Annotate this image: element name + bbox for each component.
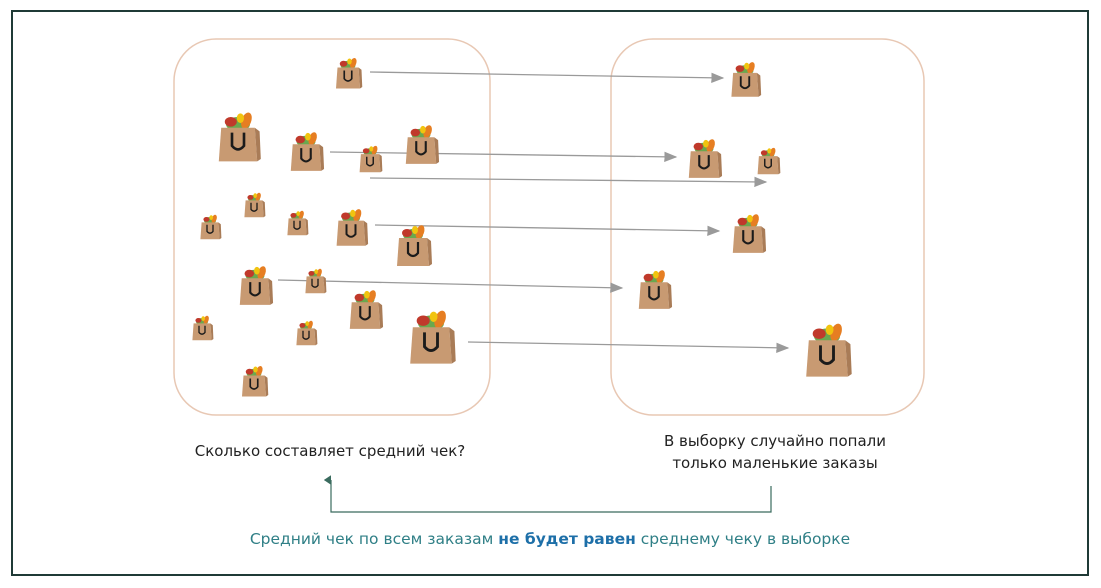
grocery-bag-icon [730, 60, 763, 98]
grocery-bag-icon [637, 268, 674, 310]
sample-group [610, 38, 925, 416]
sampling-arrow [277, 279, 624, 293]
sampling-arrow [369, 176, 768, 188]
grocery-bag-icon [286, 209, 310, 236]
sampling-arrow [374, 224, 721, 236]
grocery-bag-icon [199, 213, 223, 240]
grocery-bag-icon [335, 56, 364, 90]
grocery-bag-icon [408, 307, 458, 366]
sample-bags [637, 60, 854, 379]
sampling-arrow [329, 151, 678, 163]
sample-note: В выборку случайно попали только маленьк… [590, 430, 960, 474]
grocery-bag-icon [358, 144, 384, 174]
grocery-bag-icon [241, 364, 270, 398]
figure-frame [11, 10, 1089, 576]
grocery-bag-icon [395, 222, 434, 268]
conclusion-before: Средний чек по всем заказам [249, 530, 499, 548]
grocery-bag-icon [304, 267, 328, 294]
grocery-bag-icon [238, 264, 275, 306]
sample-note-line2: только маленькие заказы [672, 454, 878, 472]
grocery-bag-icon [191, 314, 215, 341]
conclusion-emphasis: не будет равен [498, 530, 636, 548]
sampling-arrows [277, 71, 790, 353]
population-question-text: Сколько составляет средний чек? [194, 442, 466, 460]
sampling-arrow [467, 341, 790, 353]
grocery-bag-icon [348, 288, 385, 330]
grocery-bag-icon [731, 212, 768, 254]
grocery-bag-icon [289, 130, 326, 172]
grocery-bag-icon [687, 137, 724, 179]
sampling-arrow [369, 71, 725, 84]
conclusion-text: Средний чек по всем заказам не будет рав… [120, 530, 980, 548]
grocery-bag-icon [756, 146, 782, 176]
grocery-bag-icon [217, 109, 263, 163]
population-bags [191, 56, 458, 398]
grocery-bag-icon [335, 207, 370, 247]
conclusion-after: среднему чеку в выборке [635, 530, 851, 548]
sample-note-line1: В выборку случайно попали [664, 432, 886, 450]
population-question: Сколько составляет средний чек? [160, 440, 500, 462]
grocery-bag-icon [404, 123, 441, 165]
grocery-bag-icon [295, 319, 319, 346]
grocery-bag-icon [804, 320, 854, 379]
comparison-bracket [323, 475, 772, 513]
grocery-bag-icon [243, 191, 267, 218]
